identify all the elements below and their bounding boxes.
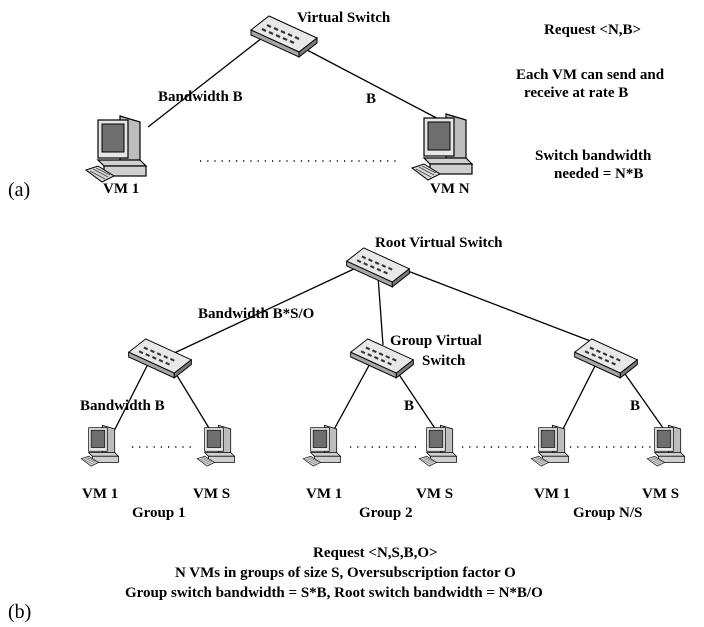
group-switch-label-line1: Group Virtual (390, 333, 482, 349)
vm-n-label: VM N (430, 181, 470, 197)
vm-n-computer-icon (411, 113, 473, 181)
note-groups: N VMs in groups of size S, Oversubscript… (175, 565, 516, 581)
g1-vms-label: VM S (193, 486, 230, 502)
link-gns-vm1 (559, 359, 599, 436)
note-bandwidths: Group switch bandwidth = S*B, Root switc… (125, 585, 543, 601)
panel-b-label: (b) (8, 601, 31, 623)
vm-1-computer-icon (85, 115, 147, 183)
group-1-switch-icon (127, 337, 193, 379)
g2-vms-label: VM S (416, 486, 453, 502)
g1-link-label: Bandwidth B (80, 398, 165, 414)
group-ns-name: Group N/S (573, 505, 642, 521)
link-switch-vmn (306, 49, 449, 125)
note-each-vm-1: Each VM can send and (516, 67, 665, 83)
note-switch-bw-2: needed = N*B (554, 166, 643, 182)
gns-vms-computer-icon (646, 424, 685, 467)
g1-vm1-label: VM 1 (82, 486, 118, 502)
gns-link-label: B (630, 398, 640, 414)
bandwidth-b-label: Bandwidth B (158, 89, 243, 105)
note-switch-bw-1: Switch bandwidth (535, 148, 652, 164)
b-label: B (366, 91, 376, 107)
link-root-group1 (169, 267, 357, 356)
g2-vms-computer-icon (418, 424, 457, 467)
panel-a-notes: Request <N,B> Each VM can send and recei… (516, 22, 665, 182)
group-ns-switch-icon (573, 337, 639, 379)
gns-vms-label: VM S (642, 486, 679, 502)
link-gns-vms (617, 363, 669, 436)
panel-a-label: (a) (8, 179, 30, 201)
note-each-vm-2: receive at rate B (524, 85, 628, 101)
link-g1-vm1 (111, 359, 151, 436)
panel-b: Root Virtual Switch Bandwidth B*S/O Grou… (8, 235, 685, 623)
g2-vm1-label: VM 1 (306, 486, 342, 502)
gns-vm1-label: VM 1 (534, 486, 570, 502)
link-g2-vm1 (330, 359, 373, 436)
g1-vms-computer-icon (196, 424, 235, 467)
note-request: Request <N,B> (544, 22, 641, 38)
panel-a: Virtual Switch Bandwidth B B VM 1 VM N (… (8, 10, 665, 201)
g2-link-label: B (404, 398, 414, 414)
group-2-name: Group 2 (359, 505, 413, 521)
virtual-switch-label: Virtual Switch (297, 10, 391, 26)
group-switch-label-line2: Switch (422, 353, 466, 369)
link-switch-vm1 (147, 37, 263, 128)
link-root-group2 (377, 275, 384, 346)
panel-b-notes: Request <N,S,B,O> N VMs in groups of siz… (125, 545, 543, 601)
g2-vm1-computer-icon (302, 424, 341, 467)
gns-vm1-computer-icon (530, 424, 569, 467)
g1-vm1-computer-icon (80, 424, 119, 467)
note-request-b: Request <N,S,B,O> (313, 545, 438, 561)
link-root-groupns (399, 267, 607, 348)
group-1-name: Group 1 (132, 505, 186, 521)
root-link-label: Bandwidth B*S/O (198, 306, 314, 322)
root-switch-label: Root Virtual Switch (375, 235, 503, 251)
vm-1-label: VM 1 (103, 181, 139, 197)
